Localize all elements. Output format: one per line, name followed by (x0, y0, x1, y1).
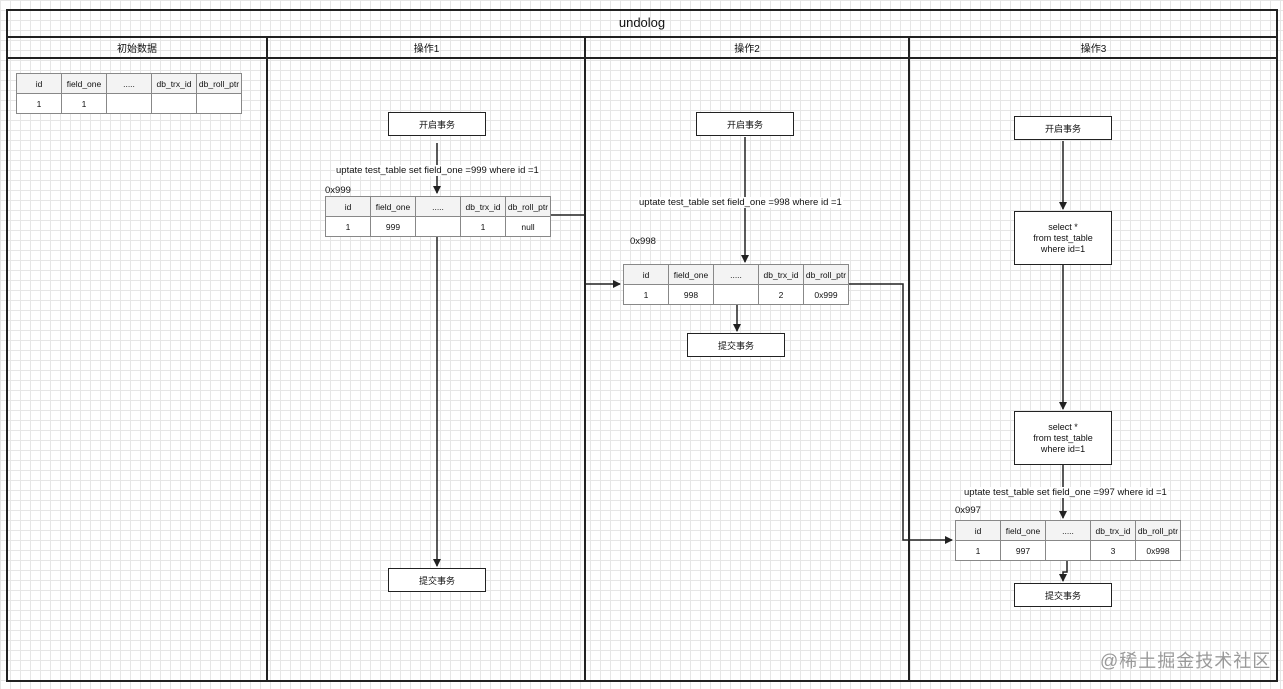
op1-commit-transaction: 提交事务 (388, 568, 486, 592)
query-line: select * (1048, 421, 1078, 432)
cell (196, 93, 242, 114)
col-header: db_roll_ptr (196, 73, 242, 94)
lane-header-op2: 操作2 (585, 38, 909, 59)
col-header: db_roll_ptr (505, 196, 551, 217)
cell (415, 216, 461, 237)
cell: 998 (668, 284, 714, 305)
cell: 1 (623, 284, 669, 305)
cell: 0x999 (803, 284, 849, 305)
query-line: select * (1048, 221, 1078, 232)
lane-header-initial: 初始数据 (6, 38, 268, 59)
col-header: db_trx_id (758, 264, 804, 285)
col-header: ..... (106, 73, 152, 94)
cell (106, 93, 152, 114)
query-line: where id=1 (1040, 443, 1086, 454)
col-header: field_one (370, 196, 416, 217)
op3-select-query-2: select * from test_table where id=1 (1014, 411, 1112, 465)
col-header: ..... (713, 264, 759, 285)
col-header: db_roll_ptr (803, 264, 849, 285)
cell: 1 (61, 93, 107, 114)
lane-divider (908, 38, 910, 682)
pool-title: undolog (6, 9, 1278, 38)
col-header: db_trx_id (460, 196, 506, 217)
op3-address: 0x997 (955, 505, 981, 516)
col-header: field_one (61, 73, 107, 94)
cell: 0x998 (1135, 540, 1181, 561)
col-header: db_trx_id (1090, 520, 1136, 541)
col-header: db_trx_id (151, 73, 197, 94)
initial-record-table: id field_one ..... db_trx_id db_roll_ptr… (16, 73, 242, 114)
cell: 1 (325, 216, 371, 237)
cell: 1 (460, 216, 506, 237)
op3-start-transaction: 开启事务 (1014, 116, 1112, 140)
cell: 3 (1090, 540, 1136, 561)
op2-address: 0x998 (630, 236, 656, 247)
col-header: id (16, 73, 62, 94)
cell: 2 (758, 284, 804, 305)
col-header: ..... (415, 196, 461, 217)
cell: 999 (370, 216, 416, 237)
op2-commit-transaction: 提交事务 (687, 333, 785, 357)
op2-to-op3-arrow (848, 283, 953, 544)
swimlane-pool (6, 9, 1278, 682)
col-header: id (955, 520, 1001, 541)
col-header: field_one (1000, 520, 1046, 541)
cell (1045, 540, 1091, 561)
query-line: from test_table (1033, 232, 1093, 243)
col-header: field_one (668, 264, 714, 285)
op3-commit-arrow (1059, 560, 1068, 582)
cell: null (505, 216, 551, 237)
col-header: db_roll_ptr (1135, 520, 1181, 541)
lane-divider (266, 38, 268, 682)
op3-commit-transaction: 提交事务 (1014, 583, 1112, 607)
col-header: id (325, 196, 371, 217)
cell (713, 284, 759, 305)
col-header: id (623, 264, 669, 285)
watermark: @稀土掘金技术社区 (1100, 651, 1272, 671)
op3-select-query-1: select * from test_table where id=1 (1014, 211, 1112, 265)
cell: 1 (955, 540, 1001, 561)
lane-header-op1: 操作1 (268, 38, 585, 59)
op3-record-table: id field_one ..... db_trx_id db_roll_ptr… (955, 520, 1181, 561)
op1-address: 0x999 (325, 185, 351, 196)
cell: 997 (1000, 540, 1046, 561)
op1-record-table: id field_one ..... db_trx_id db_roll_ptr… (325, 196, 551, 237)
op2-update-sql: uptate test_table set field_one =998 whe… (638, 197, 843, 208)
cell (151, 93, 197, 114)
op3-update-sql: uptate test_table set field_one =997 whe… (963, 487, 1168, 498)
lane-divider (584, 38, 586, 682)
col-header: ..... (1045, 520, 1091, 541)
op1-start-transaction: 开启事务 (388, 112, 486, 136)
op1-update-sql: uptate test_table set field_one =999 whe… (335, 165, 540, 176)
lane-header-op3: 操作3 (909, 38, 1278, 59)
op2-record-table: id field_one ..... db_trx_id db_roll_ptr… (623, 264, 849, 305)
cell: 1 (16, 93, 62, 114)
op2-start-transaction: 开启事务 (696, 112, 794, 136)
query-line: from test_table (1033, 432, 1093, 443)
query-line: where id=1 (1040, 243, 1086, 254)
